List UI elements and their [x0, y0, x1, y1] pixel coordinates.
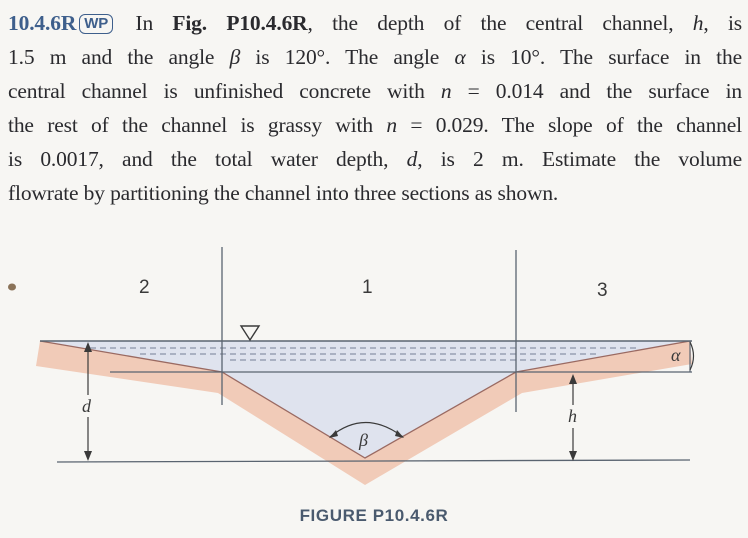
- channel-cross-section-diagram: 2 1 3 d h β α: [8, 247, 695, 485]
- var-n: n: [440, 79, 452, 103]
- channel-bed-outline: [39, 340, 691, 459]
- stray-mark: [8, 283, 16, 291]
- text: = 0.029. The slope of the channel: [396, 113, 742, 137]
- angle-alpha-arc: [689, 341, 695, 371]
- var-n: n: [386, 113, 397, 137]
- text: In: [116, 11, 173, 35]
- problem-number: 10.4.6R: [8, 11, 77, 35]
- arrow-left-icon: [329, 430, 338, 438]
- arrow-down-icon: [569, 451, 577, 461]
- var-beta: β: [229, 45, 241, 69]
- text: is 120°. The angle: [240, 45, 455, 69]
- section-label-2: 2: [139, 277, 150, 298]
- arrow-down-icon: [84, 451, 92, 461]
- var-alpha: α: [454, 45, 466, 69]
- water-region: [40, 341, 690, 458]
- symbol-alpha: α: [671, 345, 681, 365]
- problem-line-4: the rest of the channel is grassy with n…: [8, 108, 742, 142]
- var-h: h: [692, 11, 704, 35]
- arrow-up-icon: [84, 342, 92, 352]
- problem-line-2: 1.5 m and the angle β is 120°. The angle…: [8, 40, 742, 74]
- figure-reference: Fig. P10.4.6R: [172, 11, 308, 35]
- text: , is: [703, 11, 742, 35]
- arrow-right-icon: [395, 430, 404, 438]
- symbol-d: d: [82, 396, 92, 416]
- var-d: d: [406, 147, 418, 171]
- datum-line: [56, 459, 691, 463]
- text: , the depth of the central channel,: [307, 11, 693, 35]
- text: is 0.0017, and the total water depth,: [8, 147, 407, 171]
- text: is 10°. The surface in the: [465, 45, 742, 69]
- text: = 0.014 and the surface in: [451, 79, 743, 103]
- problem-line-6: flowrate by partitioning the channel int…: [8, 176, 742, 210]
- section-label-1: 1: [362, 277, 373, 298]
- water-texture: [90, 347, 640, 361]
- text: the rest of the channel is grassy with: [8, 113, 387, 137]
- section-label-3: 3: [597, 280, 608, 301]
- arrow-up-icon: [569, 374, 577, 384]
- soil-bank: [36, 341, 692, 485]
- figure-caption: FIGURE P10.4.6R: [299, 506, 449, 525]
- text: flowrate by partitioning the channel int…: [8, 181, 559, 205]
- wp-badge[interactable]: WP: [79, 14, 114, 34]
- angle-beta-arc: [329, 421, 404, 438]
- symbol-beta: β: [358, 430, 368, 450]
- text: 1.5 m and the angle: [8, 45, 230, 69]
- symbol-h: h: [568, 406, 577, 426]
- text: central channel is unfinished concrete w…: [8, 79, 441, 103]
- water-surface-symbol-icon: [239, 325, 261, 342]
- text: , is 2 m. Estimate the volume: [417, 147, 742, 171]
- problem-line-3: central channel is unfinished concrete w…: [8, 74, 742, 108]
- problem-line-5: is 0.0017, and the total water depth, d,…: [8, 142, 742, 176]
